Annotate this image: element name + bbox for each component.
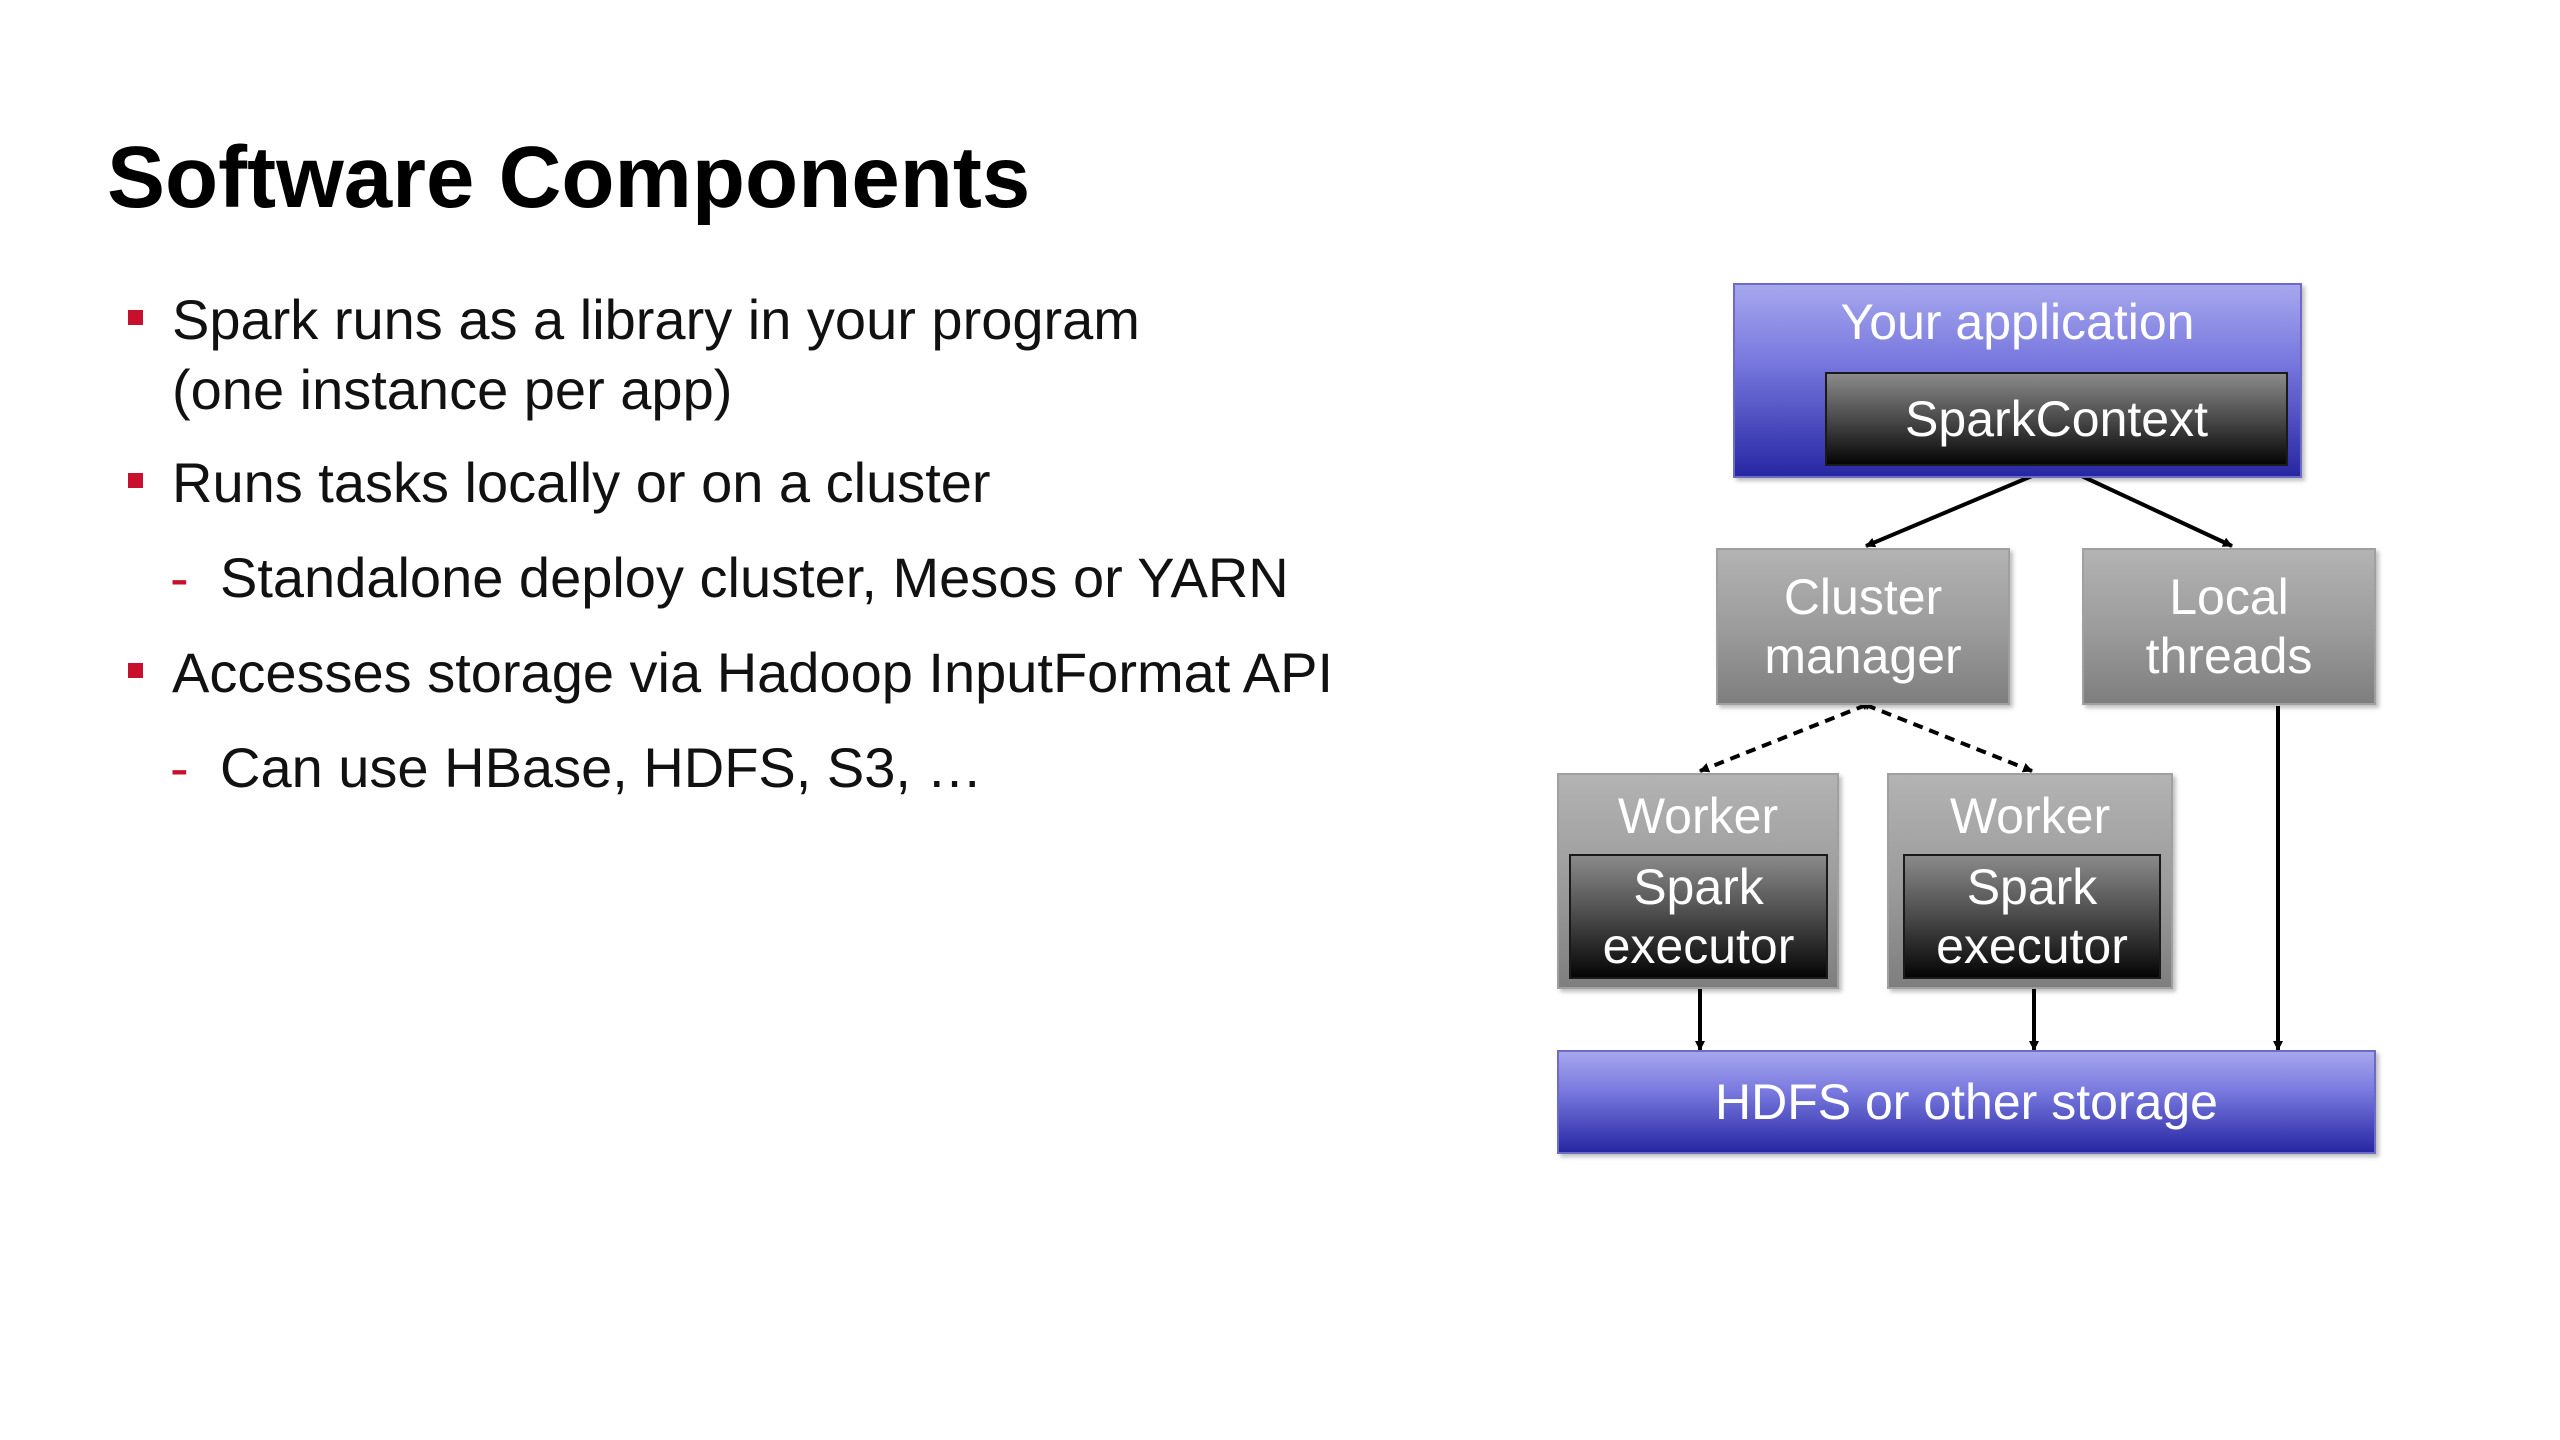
local-threads-label-line: Local xyxy=(2169,568,2289,625)
bullet-item: Runs tasks locally or on a cluster xyxy=(172,448,991,518)
sub-bullet-item: Can use HBase, HDFS, S3, … xyxy=(220,733,983,803)
bullet-line: Accesses storage via Hadoop InputFormat … xyxy=(172,641,1334,704)
arrow-context-to-local-threads xyxy=(2057,463,2233,548)
spark-executor-label-line: executor xyxy=(1602,917,1795,974)
local-threads-label-line: threads xyxy=(2145,627,2313,684)
cluster-manager-box: Cluster manager xyxy=(1716,548,2010,705)
spark-executor-box: Spark executor xyxy=(1569,854,1828,979)
cluster-manager-label-line: Cluster xyxy=(1783,568,1943,625)
bullet-line: Standalone deploy cluster, Mesos or YARN xyxy=(220,546,1289,609)
bullet-line: (one instance per app) xyxy=(172,358,733,421)
sub-bullet-item: Standalone deploy cluster, Mesos or YARN xyxy=(220,543,1289,613)
bullet-marker xyxy=(128,473,143,488)
bullet-item: Spark runs as a library in your program … xyxy=(172,285,1140,425)
sub-bullet-marker: - xyxy=(170,736,189,799)
your-application-label: Your application xyxy=(1840,294,2195,350)
spark-executor-label-line: Spark xyxy=(1633,858,1764,915)
bullet-marker xyxy=(128,310,143,325)
sub-bullet-marker: - xyxy=(170,546,189,609)
arrow-cluster-manager-to-worker-2 xyxy=(1857,700,2033,773)
local-threads-box: Local threads xyxy=(2082,548,2376,705)
spark-executor-label-line: Spark xyxy=(1966,858,2098,915)
storage-box: HDFS or other storage xyxy=(1557,1050,2376,1154)
spark-context-label: SparkContext xyxy=(1905,390,2208,447)
bullet-line: Can use HBase, HDFS, S3, … xyxy=(220,736,983,799)
spark-executor-label-line: executor xyxy=(1936,917,2128,974)
spark-executor-box: Spark executor xyxy=(1903,854,2161,979)
bullet-marker xyxy=(128,663,143,678)
worker-label: Worker xyxy=(1949,788,2111,844)
spark-context-box: SparkContext xyxy=(1825,372,2288,466)
storage-label: HDFS or other storage xyxy=(1715,1073,2218,1130)
arrow-cluster-manager-to-worker-1 xyxy=(1699,700,1875,773)
bullet-line: Spark runs as a library in your program xyxy=(172,288,1140,351)
arrow-context-to-cluster-manager xyxy=(1865,463,2059,548)
worker-label: Worker xyxy=(1617,788,1779,844)
cluster-manager-label-line: manager xyxy=(1764,627,1962,684)
bullet-item: Accesses storage via Hadoop InputFormat … xyxy=(172,638,1333,708)
slide-title: Software Components xyxy=(107,129,1031,226)
bullet-line: Runs tasks locally or on a cluster xyxy=(172,451,991,514)
